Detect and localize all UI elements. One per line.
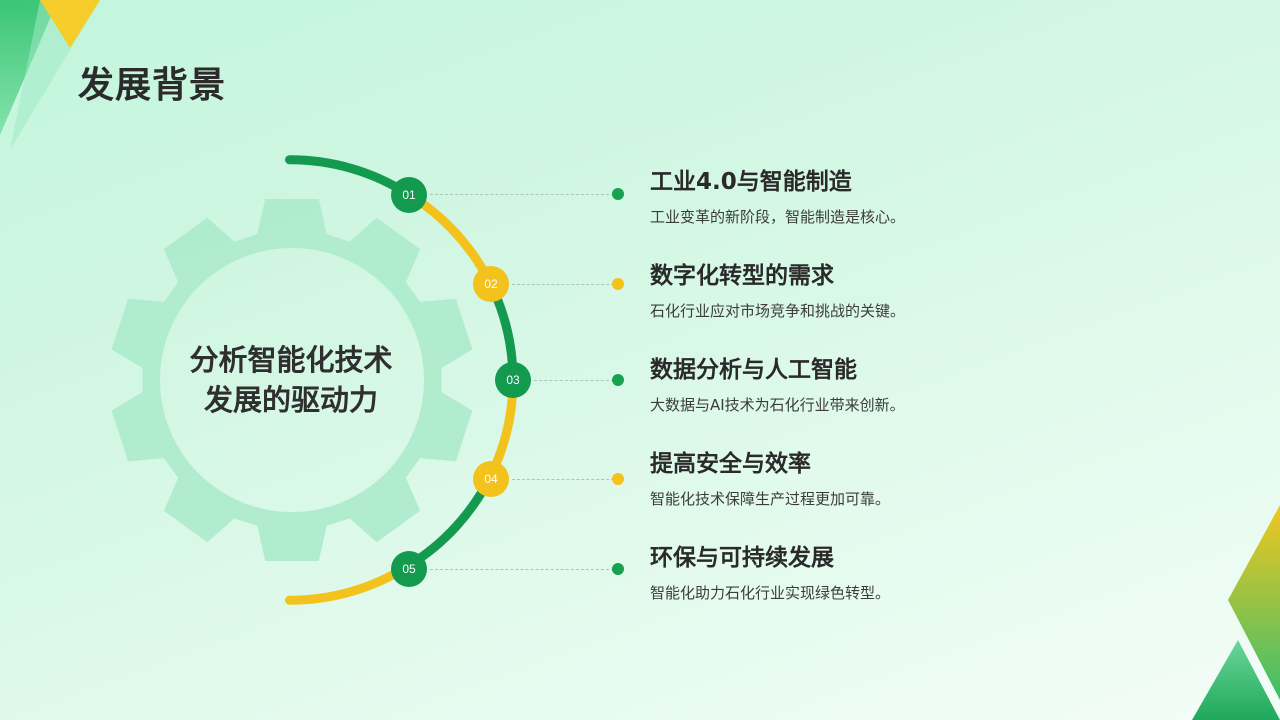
step-node-3: 03 xyxy=(495,362,531,398)
step-node-4: 04 xyxy=(473,461,509,497)
center-heading: 分析智能化技术 发展的驱动力 xyxy=(160,340,422,420)
item-desc-5: 智能化助力石化行业实现绿色转型。 xyxy=(650,584,891,602)
item-title-1: 工业4.0与智能制造 xyxy=(650,169,852,195)
corner-triangle-bottom-right-yellow xyxy=(1228,505,1280,700)
bullet-dot-3 xyxy=(612,374,624,386)
bullet-dot-1 xyxy=(612,188,624,200)
step-node-5: 05 xyxy=(391,551,427,587)
item-desc-4: 智能化技术保障生产过程更加可靠。 xyxy=(650,490,891,508)
bullet-dot-5 xyxy=(612,563,624,575)
item-title-3: 数据分析与人工智能 xyxy=(650,357,857,383)
item-desc-3: 大数据与AI技术为石化行业带来创新。 xyxy=(650,396,905,414)
item-desc-2: 石化行业应对市场竞争和挑战的关键。 xyxy=(650,302,906,320)
bullet-dot-2 xyxy=(612,278,624,290)
item-desc-1: 工业变革的新阶段，智能制造是核心。 xyxy=(650,208,906,226)
step-node-1: 01 xyxy=(391,177,427,213)
leader-line-1 xyxy=(430,194,614,195)
leader-line-2 xyxy=(512,284,614,285)
corner-triangle-bottom-right-green xyxy=(1192,640,1280,720)
bullet-dot-4 xyxy=(612,473,624,485)
step-node-2: 02 xyxy=(473,266,509,302)
item-title-2: 数字化转型的需求 xyxy=(650,263,834,289)
item-title-5: 环保与可持续发展 xyxy=(650,545,834,571)
leader-line-3 xyxy=(534,380,614,381)
leader-line-4 xyxy=(512,479,614,480)
center-heading-line1: 分析智能化技术 xyxy=(189,343,393,377)
item-title-4: 提高安全与效率 xyxy=(650,451,811,477)
corner-triangle-top-left-light xyxy=(10,0,100,150)
corner-triangle-top-yellow xyxy=(40,0,100,48)
page-title: 发展背景 xyxy=(78,65,227,106)
center-heading-line2: 发展的驱动力 xyxy=(203,383,378,417)
leader-line-5 xyxy=(430,569,614,570)
